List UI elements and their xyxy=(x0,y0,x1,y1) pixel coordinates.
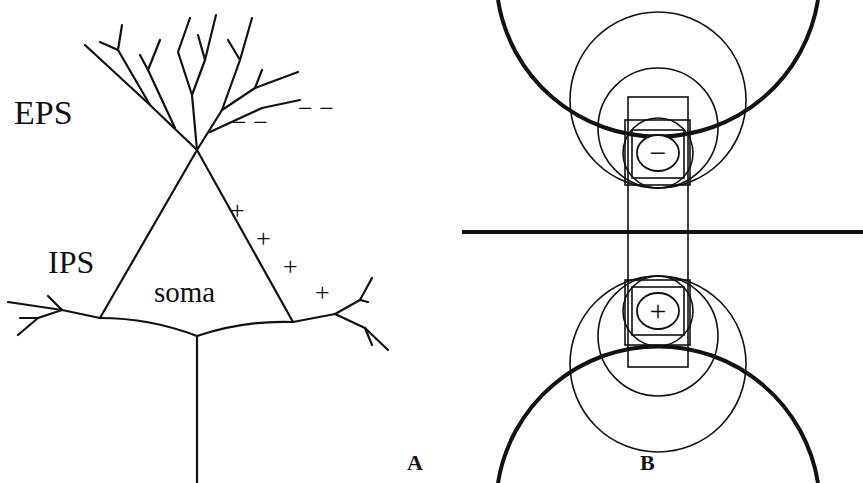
charge-sign: − xyxy=(636,138,680,168)
neuron-drawing xyxy=(8,15,388,483)
part-label: soma xyxy=(154,278,215,307)
charge-sign: − − xyxy=(298,96,334,122)
region-label: IPS xyxy=(48,246,94,278)
charge-sign: + xyxy=(256,226,271,252)
charge-oval: + xyxy=(636,292,680,330)
charge-sign: − − xyxy=(232,110,268,136)
charge-sign: + xyxy=(315,280,330,306)
dipole-field-drawing xyxy=(462,0,863,483)
charge-sign: + xyxy=(636,296,680,326)
charge-sign: + xyxy=(283,254,298,280)
region-label: EPS xyxy=(14,96,73,130)
charge-oval: − xyxy=(636,134,680,172)
charge-sign: + xyxy=(230,198,245,224)
panel-letter: B xyxy=(640,452,655,474)
panel-letter: A xyxy=(407,452,423,474)
